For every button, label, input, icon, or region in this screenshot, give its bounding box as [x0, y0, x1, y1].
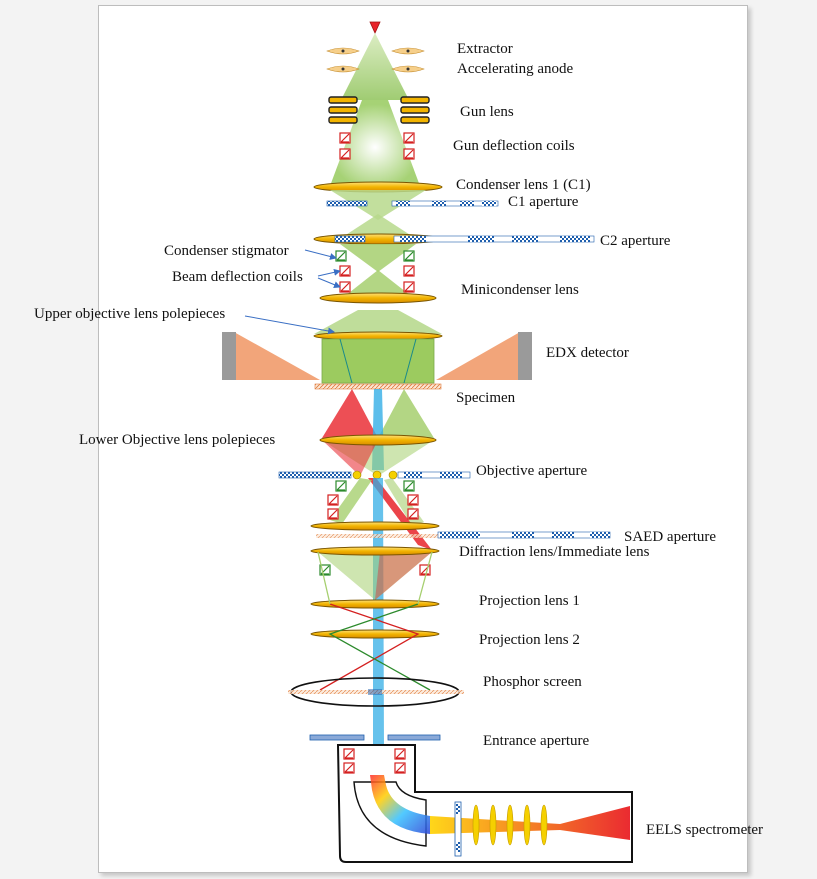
- objective-lower-lens: [310, 521, 440, 531]
- label-upper-objective-polepieces: Upper objective lens polepieces: [34, 306, 225, 322]
- lower-objective-polepiece: [319, 434, 437, 446]
- projection-lens-2: [310, 629, 440, 639]
- diffraction-lens: [310, 546, 440, 556]
- eels-quadrupole-lenses: [472, 804, 548, 846]
- label-condenser-lens-1: Condenser lens 1 (C1): [456, 177, 591, 193]
- label-extractor: Extractor: [457, 41, 513, 57]
- beam-red-diffraction: [375, 552, 432, 600]
- entrance-aperture: [309, 734, 441, 741]
- label-objective-aperture: Objective aperture: [476, 463, 588, 479]
- label-diffraction-lens: Diffraction lens/Immediate lens: [459, 544, 650, 560]
- label-saed-aperture: SAED aperture: [624, 529, 716, 545]
- beam-blue-column: [373, 478, 384, 750]
- label-gun-lens: Gun lens: [460, 104, 514, 120]
- c1-aperture: [326, 200, 499, 207]
- label-phosphor-screen: Phosphor screen: [483, 674, 582, 690]
- beam-green-lower-left: [330, 478, 372, 524]
- beam-c1-lower: [338, 214, 418, 240]
- label-accelerating-anode: Accelerating anode: [457, 61, 574, 77]
- beam-green-diffraction: [318, 552, 432, 600]
- electron-source: [369, 21, 381, 34]
- beam-c1: [330, 190, 426, 220]
- specimen: [314, 383, 442, 390]
- eels-dispersed-beam: [370, 775, 430, 834]
- label-projection-lens-1: Projection lens 1: [479, 593, 580, 609]
- beam-c2: [340, 244, 416, 272]
- beam-gun-cone: [330, 100, 420, 186]
- minicondenser-lens: [319, 292, 437, 304]
- beam-green-diffracted: [378, 389, 434, 438]
- projection-lens-1: [310, 599, 440, 609]
- objective-chamber: [321, 338, 435, 384]
- labels: Extractor Accelerating anode Gun lens Gu…: [34, 41, 763, 838]
- label-condenser-stigmator: Condenser stigmator: [164, 243, 289, 259]
- label-specimen: Specimen: [456, 390, 516, 406]
- c2-aperture: [334, 235, 595, 243]
- label-entrance-aperture: Entrance aperture: [483, 733, 590, 749]
- edx-detector-left: [222, 332, 320, 380]
- eels-slit: [454, 801, 462, 857]
- edx-detector-right: [436, 332, 532, 380]
- label-eels-spectrometer: EELS spectrometer: [646, 822, 763, 838]
- beam-red-lower: [368, 478, 432, 550]
- beam-gun-upper: [341, 33, 409, 100]
- beam-red-diffracted: [322, 389, 378, 438]
- callout-arrows: [244, 249, 341, 335]
- label-gun-deflection-coils: Gun deflection coils: [453, 138, 575, 154]
- projection-ray-lines: [317, 551, 433, 691]
- beam-c2-lower: [345, 270, 411, 296]
- beam-red-converge: [322, 440, 378, 476]
- phosphor-screen: [288, 677, 464, 707]
- saed-aperture: [316, 531, 611, 539]
- label-projection-lens-2: Projection lens 2: [479, 632, 580, 648]
- beam-upper-objective: [314, 310, 442, 334]
- objective-aperture: [278, 470, 471, 480]
- label-c1-aperture: C1 aperture: [508, 194, 579, 210]
- label-c2-aperture: C2 aperture: [600, 233, 671, 249]
- label-beam-deflection-coils: Beam deflection coils: [172, 269, 303, 285]
- label-minicondenser-lens: Minicondenser lens: [461, 282, 579, 298]
- objective-beam-lines: [339, 338, 417, 384]
- label-lower-objective-polepieces: Lower Objective lens polepieces: [79, 432, 275, 448]
- label-edx-detector: EDX detector: [546, 345, 629, 361]
